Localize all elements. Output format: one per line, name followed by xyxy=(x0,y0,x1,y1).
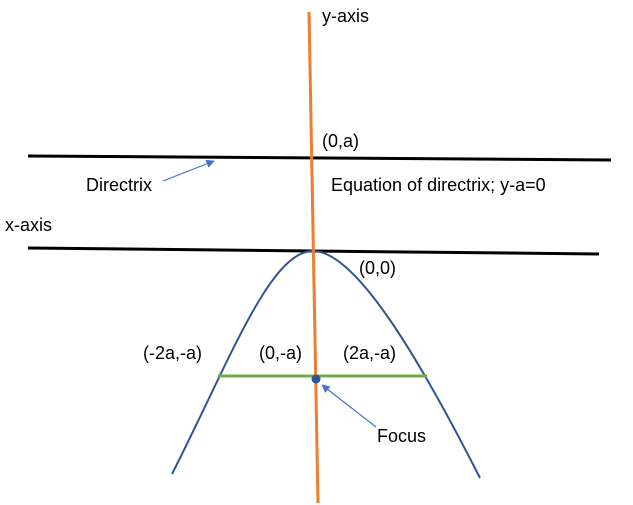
x-axis-label: x-axis xyxy=(5,215,52,235)
right-end-label: (2a,-a) xyxy=(343,343,396,363)
left-end-label: (-2a,-a) xyxy=(143,343,202,363)
point-0a-label: (0,a) xyxy=(322,131,359,151)
directrix-arrow xyxy=(162,159,215,182)
origin-label: (0,0) xyxy=(359,258,396,278)
y-axis-label: y-axis xyxy=(322,6,369,26)
parabola-curve xyxy=(171,249,481,479)
focus-label: Focus xyxy=(377,426,426,446)
directrix-line xyxy=(27,154,612,162)
focus-dot xyxy=(311,374,321,384)
directrix-equation-label: Equation of directrix; y-a=0 xyxy=(331,175,546,195)
y-axis-line xyxy=(307,11,320,504)
focus-point-label: (0,-a) xyxy=(259,343,302,363)
focus-arrow xyxy=(321,384,377,428)
directrix-label: Directrix xyxy=(86,175,152,195)
